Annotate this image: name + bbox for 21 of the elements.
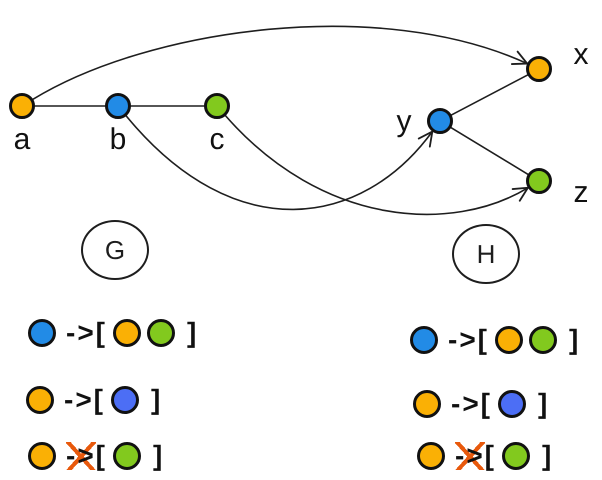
- list-arrow-text: ->[: [66, 319, 107, 347]
- connector-line: [130, 105, 205, 107]
- vertex-label: c: [210, 125, 224, 155]
- graph-name-ellipse: G: [81, 220, 149, 280]
- vertex-label: y: [396, 107, 412, 137]
- list-arrow-text: ->[: [451, 390, 492, 418]
- connector-line: [34, 105, 106, 107]
- list-arrow-text: ->[: [448, 326, 489, 354]
- list-bracket-text: ]: [153, 442, 162, 470]
- list-bracket-text: ]: [542, 442, 552, 470]
- vertex-label: z: [574, 178, 588, 208]
- arrow: [224, 114, 529, 215]
- list-bracket-text: ]: [187, 319, 196, 347]
- vertex-label: a: [14, 125, 30, 155]
- vertex-label: b: [110, 125, 126, 155]
- list-bracket-text: ]: [569, 326, 578, 354]
- vertex-label: x: [574, 40, 588, 70]
- list-bracket-text: ]: [151, 386, 160, 414]
- list-bracket-text: ]: [538, 390, 548, 418]
- list-arrow-text: ->[: [64, 386, 105, 414]
- graph-name-ellipse: H: [452, 224, 520, 284]
